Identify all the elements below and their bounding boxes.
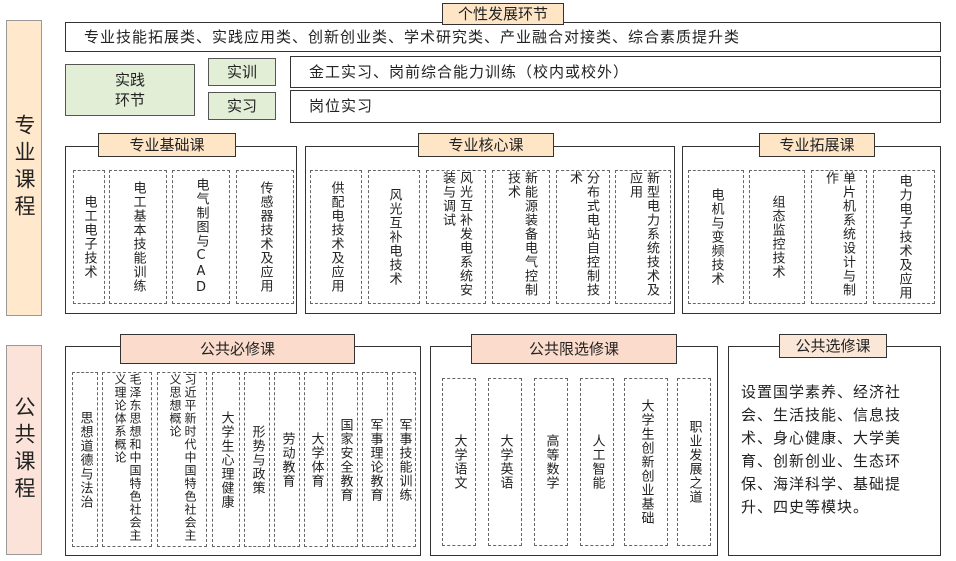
public-required-course-6: 劳动教育 (274, 372, 300, 547)
side-label-public: 公共课程 (6, 345, 42, 555)
training-label: 实训 (208, 58, 276, 86)
public-required-course-7: 大学体育 (304, 372, 328, 547)
practice-label-line1: 实践 (114, 71, 145, 89)
public-required-course-5: 形势与政策 (244, 372, 270, 547)
public-elective-content: 设置国学素养、经济社会、生活技能、信息技术、身心健康、大学美育、创新创业、生态环… (741, 383, 902, 516)
internship-label: 实习 (208, 92, 276, 120)
public-limited-group (430, 346, 718, 556)
internship-content: 岗位实习 (309, 97, 374, 115)
public-limited-course-4: 人工智能 (580, 378, 614, 546)
public-limited-course-1: 大学语文 (442, 378, 476, 546)
public-required-course-1: 思想道德与法治 (72, 372, 98, 547)
public-required-course-2: 毛泽东思想和中国特色社会主义理论体系概论 (102, 372, 152, 547)
internship-content-box: 岗位实习 (290, 90, 941, 123)
personal-development-title: 个性发展环节 (442, 3, 564, 25)
major-basic-course-4: 传感器技术及应用 (236, 170, 294, 304)
practice-label: 实践 环节 (65, 64, 195, 116)
public-limited-course-3: 高等数学 (534, 378, 568, 546)
major-core-title: 专业核心课 (418, 133, 554, 157)
major-basic-course-1: 电工电子技术 (73, 170, 105, 304)
public-required-course-3: 习近平新时代中国特色社会主义思想概论 (157, 372, 207, 547)
major-core-group (305, 146, 675, 314)
public-required-course-8: 国家安全教育 (332, 372, 358, 547)
major-ext-course-3: 单片机系统设计与制作 (811, 170, 867, 304)
major-basic-title: 专业基础课 (98, 133, 236, 157)
personal-development-box: 专业技能拓展类、实践应用类、创新创业类、学术研究类、产业融合对接类、综合素质提升… (65, 22, 941, 52)
public-limited-title: 公共限选修课 (471, 334, 677, 364)
major-core-course-2: 风光互补电技术 (368, 170, 420, 304)
training-content-box: 金工实习、岗前综合能力训练（校内或校外） (290, 56, 941, 88)
major-core-course-6: 新型电力系统技术及应用 (615, 170, 671, 304)
practice-label-line2: 环节 (114, 91, 145, 109)
major-core-course-3: 风光互补发电系统安装与调试 (426, 170, 486, 304)
major-basic-course-2: 电工基本技能训练 (109, 170, 167, 304)
major-core-course-1: 供配电技术及应用 (310, 170, 362, 304)
major-ext-course-1: 电机与变频技术 (688, 170, 744, 304)
training-content: 金工实习、岗前综合能力训练（校内或校外） (309, 63, 630, 81)
major-core-course-4: 新能源装备电气控制技术 (492, 170, 550, 304)
major-ext-title: 专业拓展课 (759, 133, 875, 157)
public-elective-title: 公共选修课 (779, 334, 887, 358)
public-limited-course-6: 职业发展之道 (677, 378, 711, 546)
public-limited-course-5: 大学生创新创业基础 (624, 378, 668, 546)
public-elective-group: 设置国学素养、经济社会、生活技能、信息技术、身心健康、大学美育、创新创业、生态环… (728, 346, 941, 556)
public-required-course-9: 军事理论教育 (362, 372, 388, 547)
public-required-title: 公共必修课 (120, 334, 355, 364)
major-ext-course-4: 电力电子技术及应用 (873, 170, 935, 304)
major-core-course-5: 分布式电站自控制技术 (556, 170, 610, 304)
public-limited-course-2: 大学英语 (488, 378, 522, 546)
major-ext-course-2: 组态监控技术 (749, 170, 805, 304)
public-required-course-4: 大学生心理健康 (212, 372, 240, 547)
public-required-course-10: 军事技能训练 (392, 372, 416, 547)
personal-development-content: 专业技能拓展类、实践应用类、创新创业类、学术研究类、产业融合对接类、综合素质提升… (84, 28, 741, 46)
side-label-professional: 专业课程 (6, 20, 42, 316)
major-basic-course-3: 电气制图与CAD (172, 170, 230, 304)
